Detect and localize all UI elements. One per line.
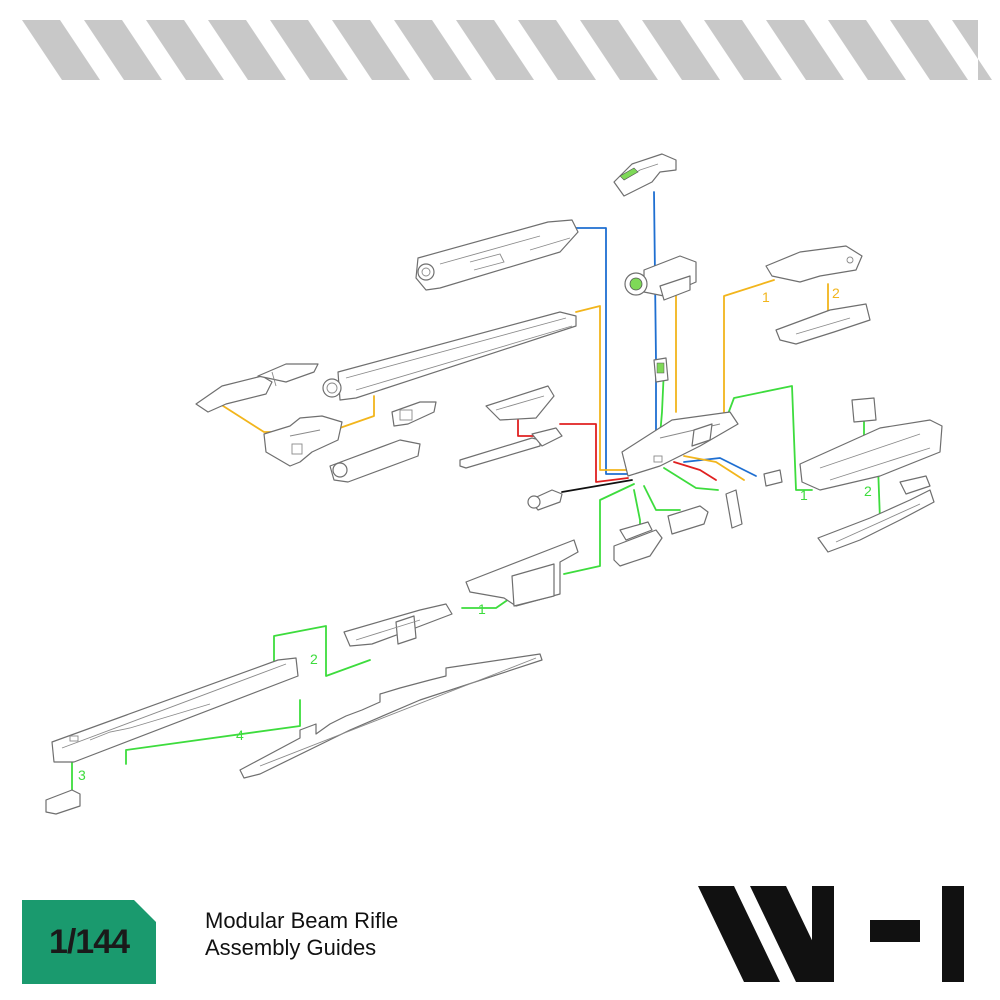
stripe-band [22, 20, 992, 80]
scope-part [624, 255, 697, 301]
stock-part [799, 397, 943, 491]
step-label: 1 [762, 289, 770, 305]
trigger-assembly-part [263, 415, 343, 467]
step-label: 1 [478, 601, 486, 617]
stock-base-part [817, 475, 935, 553]
upper-barrel-part [415, 219, 579, 291]
step-label: 3 [78, 767, 86, 783]
magazine-part [613, 469, 783, 567]
pin-part [459, 427, 563, 469]
scale-badge: 1/144 [22, 900, 156, 984]
title-block: Modular Beam Rifle Assembly Guides [205, 907, 398, 961]
assembly-diagram: 1 2 1 2 1 2 3 4 [45, 153, 943, 815]
hazard-stripes [22, 20, 992, 80]
wh-logo [698, 886, 964, 982]
step-label: 1 [800, 487, 808, 503]
rear-sight-part [765, 245, 871, 345]
lower-barrel-part [51, 657, 299, 763]
handguard-part [343, 603, 453, 647]
middle-rail-part [465, 539, 579, 607]
toothed-rail-part [239, 653, 543, 779]
step-label: 4 [236, 727, 244, 743]
long-barrel-part [322, 311, 577, 401]
grip-part [195, 363, 319, 413]
end-cap-part [45, 789, 81, 815]
sight-cap-part [613, 153, 677, 197]
cheek-piece-part [329, 401, 437, 483]
step-label: 2 [864, 483, 872, 499]
step-label: 2 [310, 651, 318, 667]
title-line-1: Modular Beam Rifle [205, 908, 399, 933]
badge-shape [22, 900, 156, 984]
step-label: 2 [832, 285, 840, 301]
step-labels: 1 2 1 2 1 2 3 4 [78, 285, 872, 783]
muzzle-pin-part [527, 489, 563, 511]
connector-block-part [653, 357, 669, 383]
title-line-2: Assembly Guides [205, 935, 377, 960]
central-body-part [621, 411, 739, 477]
scale-label: 1/144 [48, 922, 130, 961]
sight-rail-part [485, 385, 555, 421]
